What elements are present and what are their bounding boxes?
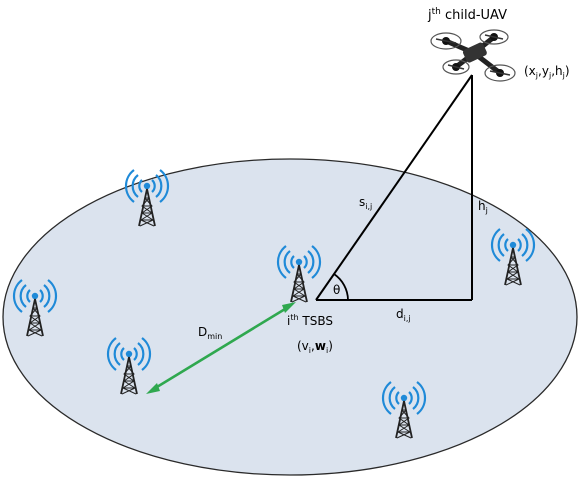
theta-arc [333,273,349,301]
tsbs-coordinates-label: (vi,wi) [297,339,333,355]
ground-distance-label: di,j [396,307,411,323]
height-label: hj [478,199,488,215]
uav-title-label: jth child-UAV [427,7,507,23]
uav-coordinates-label: (xj,yj,hj) [524,64,570,80]
coverage-area [2,158,578,476]
dmin-label: Dmin [198,325,222,341]
dmin-arrow [146,302,296,394]
slant-distance-label: si,j [359,195,372,211]
tsbs-label: ith TSBS [287,313,333,328]
uav-drone-icon [430,29,516,82]
slant-line-s [315,74,473,301]
theta-label: θ [333,283,340,297]
